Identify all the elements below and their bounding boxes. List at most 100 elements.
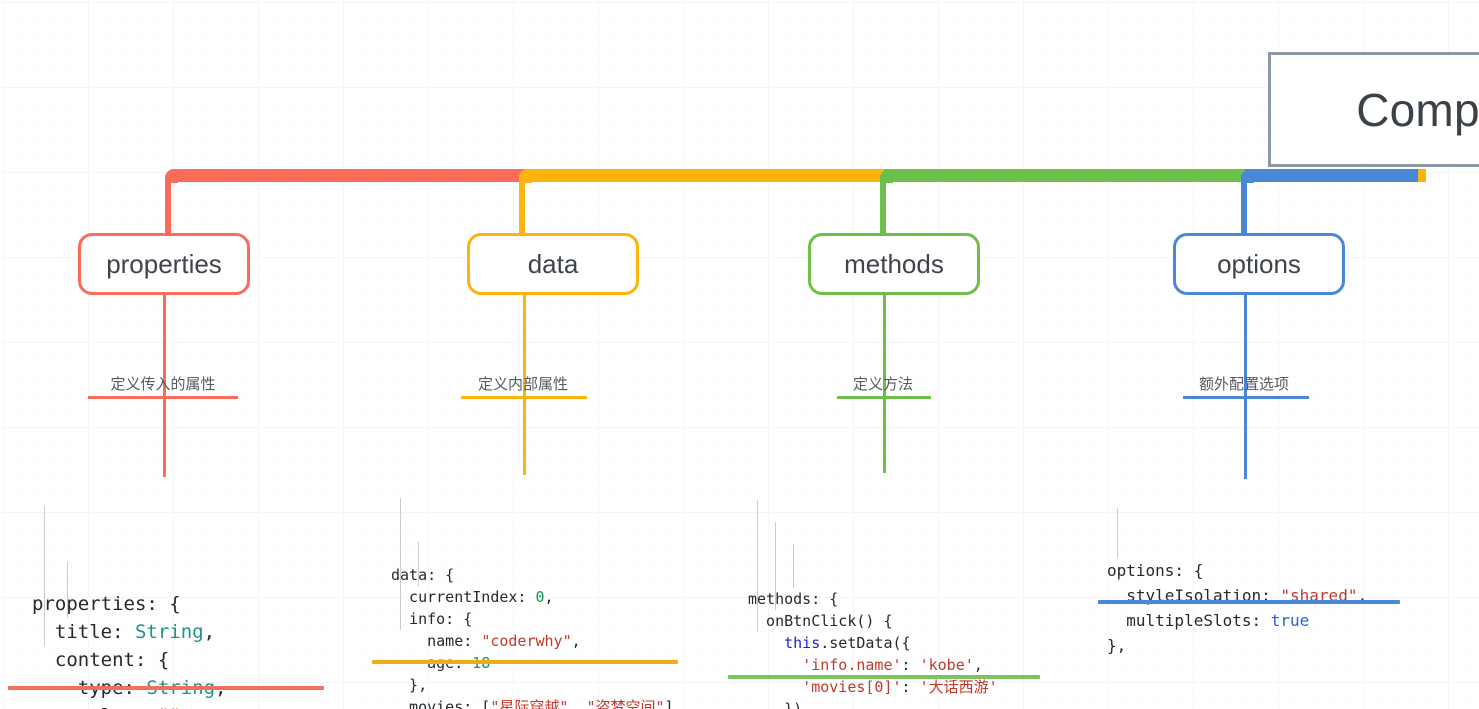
description-properties: 定义传入的属性 xyxy=(110,376,216,393)
code-block-options: options: { styleIsolation: "shared", mul… xyxy=(1107,483,1367,708)
code-token: : xyxy=(901,656,920,674)
code-token: , xyxy=(544,588,554,606)
code-token: title: xyxy=(32,621,135,643)
indent-guide xyxy=(793,544,794,588)
code-token: "盗梦空间" xyxy=(586,698,665,709)
code-line: methods: { xyxy=(748,588,998,610)
code-line: options: { xyxy=(1107,558,1367,583)
trunk-segment-methods xyxy=(884,169,1245,182)
root-node[interactable]: Comp xyxy=(1268,52,1479,167)
code-line: properties: { xyxy=(32,590,226,618)
indent-guide xyxy=(775,522,776,610)
code-lines-data: data: { currentIndex: 0, info: { name: "… xyxy=(391,564,674,709)
code-token: content: { xyxy=(32,649,170,671)
code-token: name: xyxy=(391,632,482,650)
indent-guide xyxy=(400,498,401,630)
branch-stem-properties xyxy=(165,175,171,235)
node-options[interactable]: options xyxy=(1173,233,1345,295)
code-token: "coderwhy" xyxy=(481,632,572,650)
connector-options-description xyxy=(1244,295,1247,405)
branch-stem-methods xyxy=(880,175,886,235)
indent-guide xyxy=(67,562,68,618)
code-block-data: data: { currentIndex: 0, info: { name: "… xyxy=(391,476,674,709)
node-data-label: data xyxy=(527,248,579,279)
description-underline-options xyxy=(1183,396,1309,399)
node-properties-label: properties xyxy=(106,248,222,279)
code-line: multipleSlots: true xyxy=(1107,608,1367,633)
code-line: currentIndex: 0, xyxy=(391,586,674,608)
node-data[interactable]: data xyxy=(467,233,639,295)
code-line: onBtnClick() { xyxy=(748,610,998,632)
root-node-label: Comp xyxy=(1356,83,1479,136)
connector-data-description xyxy=(523,295,526,405)
code-token: .setData({ xyxy=(820,634,911,652)
connector-options-code xyxy=(1244,399,1247,479)
code-token: '大话西游' xyxy=(919,678,998,696)
code-line: data: { xyxy=(391,564,674,586)
code-token: 'kobe' xyxy=(919,656,974,674)
code-token: info: { xyxy=(391,610,473,628)
code-token xyxy=(748,634,784,652)
indent-guide xyxy=(1117,508,1118,558)
code-line: styleIsolation: "shared", xyxy=(1107,583,1367,608)
code-token: , xyxy=(1357,586,1368,605)
code-token: currentIndex: xyxy=(391,588,536,606)
code-line: name: "coderwhy", xyxy=(391,630,674,652)
connector-properties-code xyxy=(163,399,166,477)
description-underline-methods xyxy=(837,396,931,399)
code-line: content: { xyxy=(32,646,226,674)
code-block-properties: properties: { title: String, content: { … xyxy=(32,478,226,709)
code-lines-options: options: { styleIsolation: "shared", mul… xyxy=(1107,558,1367,658)
code-token: options: { xyxy=(1107,561,1204,580)
code-line: value: "" xyxy=(32,702,226,709)
code-token: value: xyxy=(32,705,158,709)
code-line: this.setData({ xyxy=(748,632,998,654)
code-line: 'movies[0]': '大话西游' xyxy=(748,676,998,698)
node-methods[interactable]: methods xyxy=(808,233,980,295)
bottom-underline-properties xyxy=(8,686,324,690)
code-token: methods: { xyxy=(748,590,839,608)
description-underline-properties xyxy=(88,396,238,399)
code-line: info: { xyxy=(391,608,674,630)
code-token xyxy=(748,656,802,674)
connector-properties-description xyxy=(163,295,166,405)
trunk-segment-endcap xyxy=(1418,169,1426,182)
code-token: }, xyxy=(1107,636,1127,655)
code-lines-properties: properties: { title: String, content: { … xyxy=(32,590,226,709)
branch-stem-options xyxy=(1241,175,1247,235)
code-line: 'info.name': 'kobe', xyxy=(748,654,998,676)
trunk-segment-properties xyxy=(172,169,524,182)
node-properties[interactable]: properties xyxy=(78,233,250,295)
branch-stem-data xyxy=(519,175,525,235)
description-underline-data xyxy=(461,396,587,399)
code-token: properties: { xyxy=(32,593,181,615)
code-token: "" xyxy=(158,705,181,709)
code-token: true xyxy=(1270,611,1310,630)
code-token: , xyxy=(973,656,983,674)
code-line: movies: ["星际穿越", "盗梦空间"] xyxy=(391,696,674,709)
node-methods-label: methods xyxy=(844,248,944,279)
code-token: ] xyxy=(664,698,674,709)
code-token: , xyxy=(571,632,581,650)
code-token: multipleSlots: xyxy=(1107,611,1271,630)
code-lines-methods: methods: { onBtnClick() { this.setData({… xyxy=(748,588,998,709)
bottom-underline-options xyxy=(1098,600,1400,604)
code-line: }, xyxy=(1107,633,1367,658)
description-options: 额外配置选项 xyxy=(1198,376,1290,393)
indent-guide xyxy=(757,500,758,632)
code-token: 'info.name' xyxy=(802,656,902,674)
code-token: }, xyxy=(391,676,428,694)
code-line: }) xyxy=(748,698,998,709)
code-line: }, xyxy=(391,674,674,696)
connector-methods-description xyxy=(883,295,886,405)
trunk-segment-options xyxy=(1245,169,1418,182)
code-token xyxy=(748,678,802,696)
code-block-methods: methods: { onBtnClick() { this.setData({… xyxy=(748,478,998,709)
connector-methods-code xyxy=(883,399,886,473)
code-token: , xyxy=(203,621,216,643)
code-token: 0 xyxy=(535,588,545,606)
bottom-underline-methods xyxy=(728,675,1040,679)
description-data: 定义内部属性 xyxy=(477,376,569,393)
node-options-label: options xyxy=(1217,248,1301,279)
